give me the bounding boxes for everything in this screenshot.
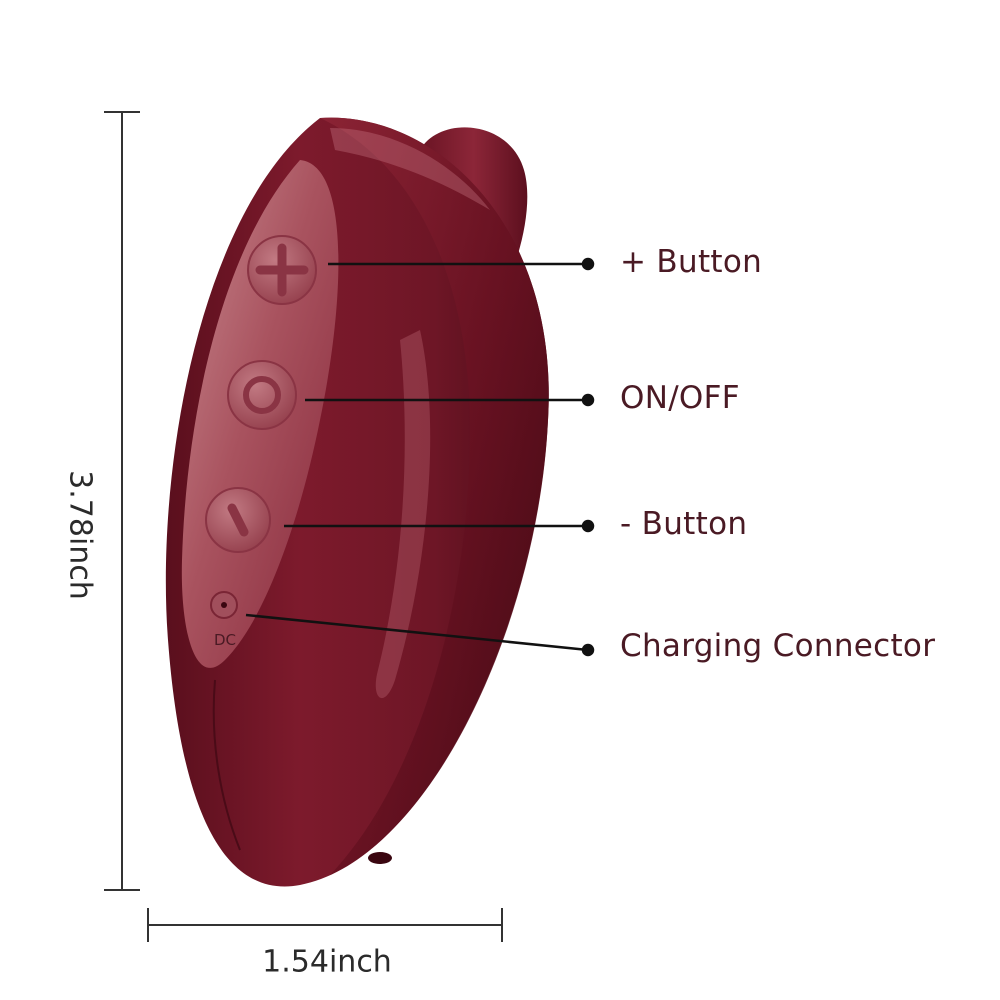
device-rim xyxy=(320,117,549,876)
plus-button[interactable] xyxy=(247,235,317,305)
callout-dot-minus xyxy=(581,519,595,533)
minus-icon xyxy=(227,503,249,537)
plus-icon xyxy=(255,243,309,297)
dc-label: DC xyxy=(214,631,236,649)
charging-connector-label: Charging Connector xyxy=(620,628,936,664)
minus-button[interactable] xyxy=(205,487,271,553)
body-highlight-top xyxy=(330,128,490,210)
plus-button-label: + Button xyxy=(620,244,763,280)
height-dimension-label: 3.78inch xyxy=(62,470,98,600)
power-icon xyxy=(243,376,281,414)
device: DC xyxy=(165,117,549,887)
callout-dot-charging xyxy=(581,643,595,657)
callout-line-charging xyxy=(245,613,589,652)
width-dimension-line xyxy=(147,908,503,942)
charging-port xyxy=(210,591,238,619)
bottom-port xyxy=(368,852,392,864)
power-button[interactable] xyxy=(227,360,297,430)
height-dimension-line xyxy=(104,111,140,891)
callout-dot-plus xyxy=(581,257,595,271)
body-seam xyxy=(212,679,241,851)
callout-lines xyxy=(245,257,595,657)
width-dimension-label: 1.54inch xyxy=(262,944,392,980)
body-highlight xyxy=(375,330,431,699)
minus-button-label: - Button xyxy=(620,506,748,542)
onoff-label: ON/OFF xyxy=(620,380,740,416)
callout-dot-onoff xyxy=(581,393,595,407)
